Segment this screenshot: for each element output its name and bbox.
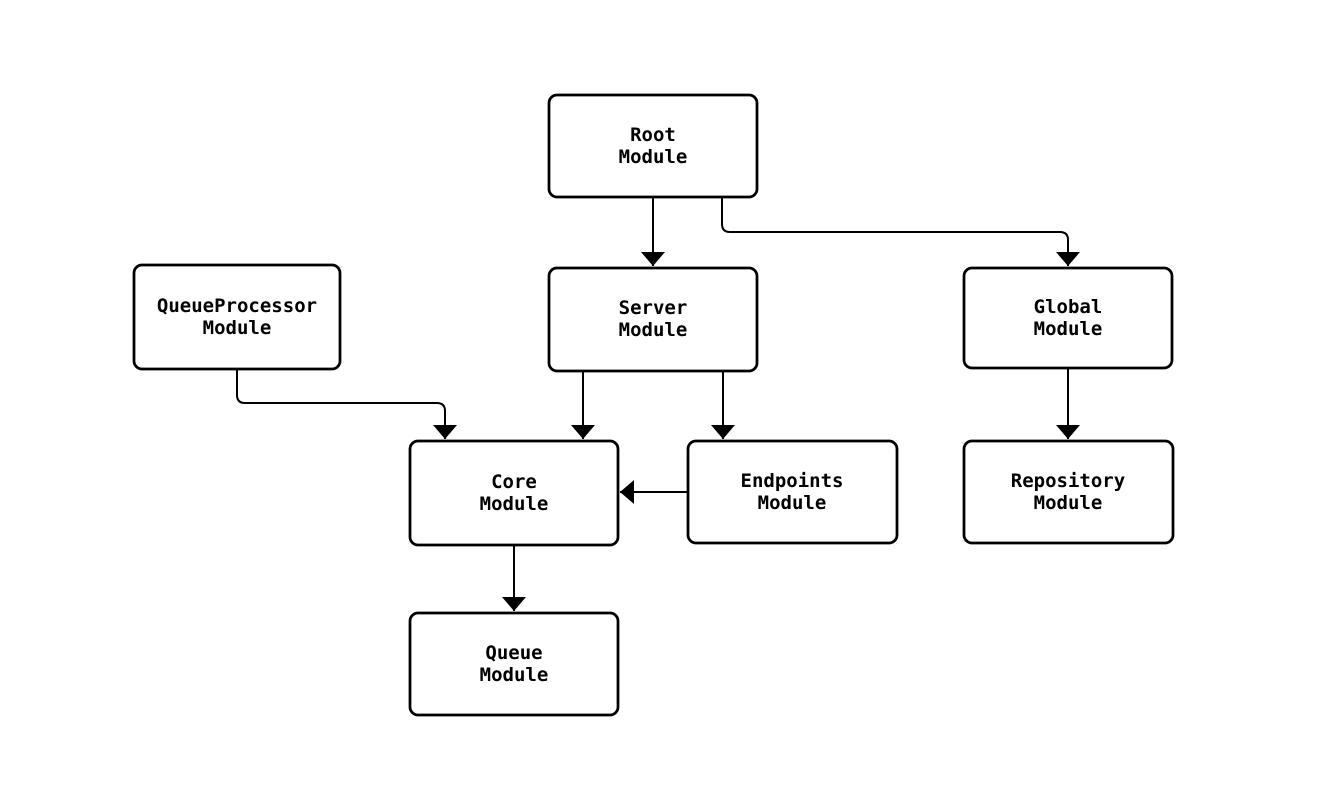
- node-queueprocessor-module-box: [132, 263, 342, 371]
- node-queue-module-label-line2: Module: [480, 664, 549, 686]
- edge-layer: [236, 197, 1080, 611]
- node-core-module-box: [408, 439, 620, 547]
- node-root-module-label-line2: Module: [619, 146, 688, 168]
- edge-root-to-global: [721, 197, 1080, 266]
- node-root-module-box: [547, 93, 759, 199]
- node-endpoints-module-label-line1: Endpoints: [741, 470, 844, 492]
- node-repository-module: Repository Module: [962, 439, 1175, 545]
- node-endpoints-module-box: [686, 439, 899, 545]
- node-server-module: Server Module: [547, 266, 759, 373]
- node-core-module-label-line1: Core: [491, 471, 537, 493]
- node-server-module-label-line2: Module: [619, 319, 688, 341]
- node-root-module-label-line1: Root: [630, 124, 676, 146]
- node-queueprocessor-module-label-line2: Module: [203, 317, 272, 339]
- node-endpoints-module-label-line2: Module: [758, 492, 827, 514]
- node-queue-module-label-line1: Queue: [485, 642, 542, 664]
- node-global-module-box: [962, 266, 1174, 370]
- node-core-module: Core Module: [408, 439, 620, 547]
- node-queueprocessor-module-label-line1: QueueProcessor: [157, 295, 317, 317]
- node-root-module: Root Module: [547, 93, 759, 199]
- node-repository-module-box: [962, 439, 1175, 545]
- node-repository-module-label-line2: Module: [1034, 492, 1103, 514]
- node-global-module-label-line1: Global: [1034, 296, 1103, 318]
- node-endpoints-module: Endpoints Module: [686, 439, 899, 545]
- node-global-module-label-line2: Module: [1034, 318, 1103, 340]
- node-repository-module-label-line1: Repository: [1011, 470, 1125, 492]
- node-server-module-box: [547, 266, 759, 373]
- node-core-module-label-line2: Module: [480, 493, 549, 515]
- node-queue-module: Queue Module: [408, 611, 620, 717]
- edge-queueprocessor-to-core: [236, 369, 457, 439]
- node-queue-module-box: [408, 611, 620, 717]
- node-global-module: Global Module: [962, 266, 1174, 370]
- node-server-module-label-line1: Server: [619, 297, 688, 319]
- node-queueprocessor-module: QueueProcessor Module: [132, 263, 342, 371]
